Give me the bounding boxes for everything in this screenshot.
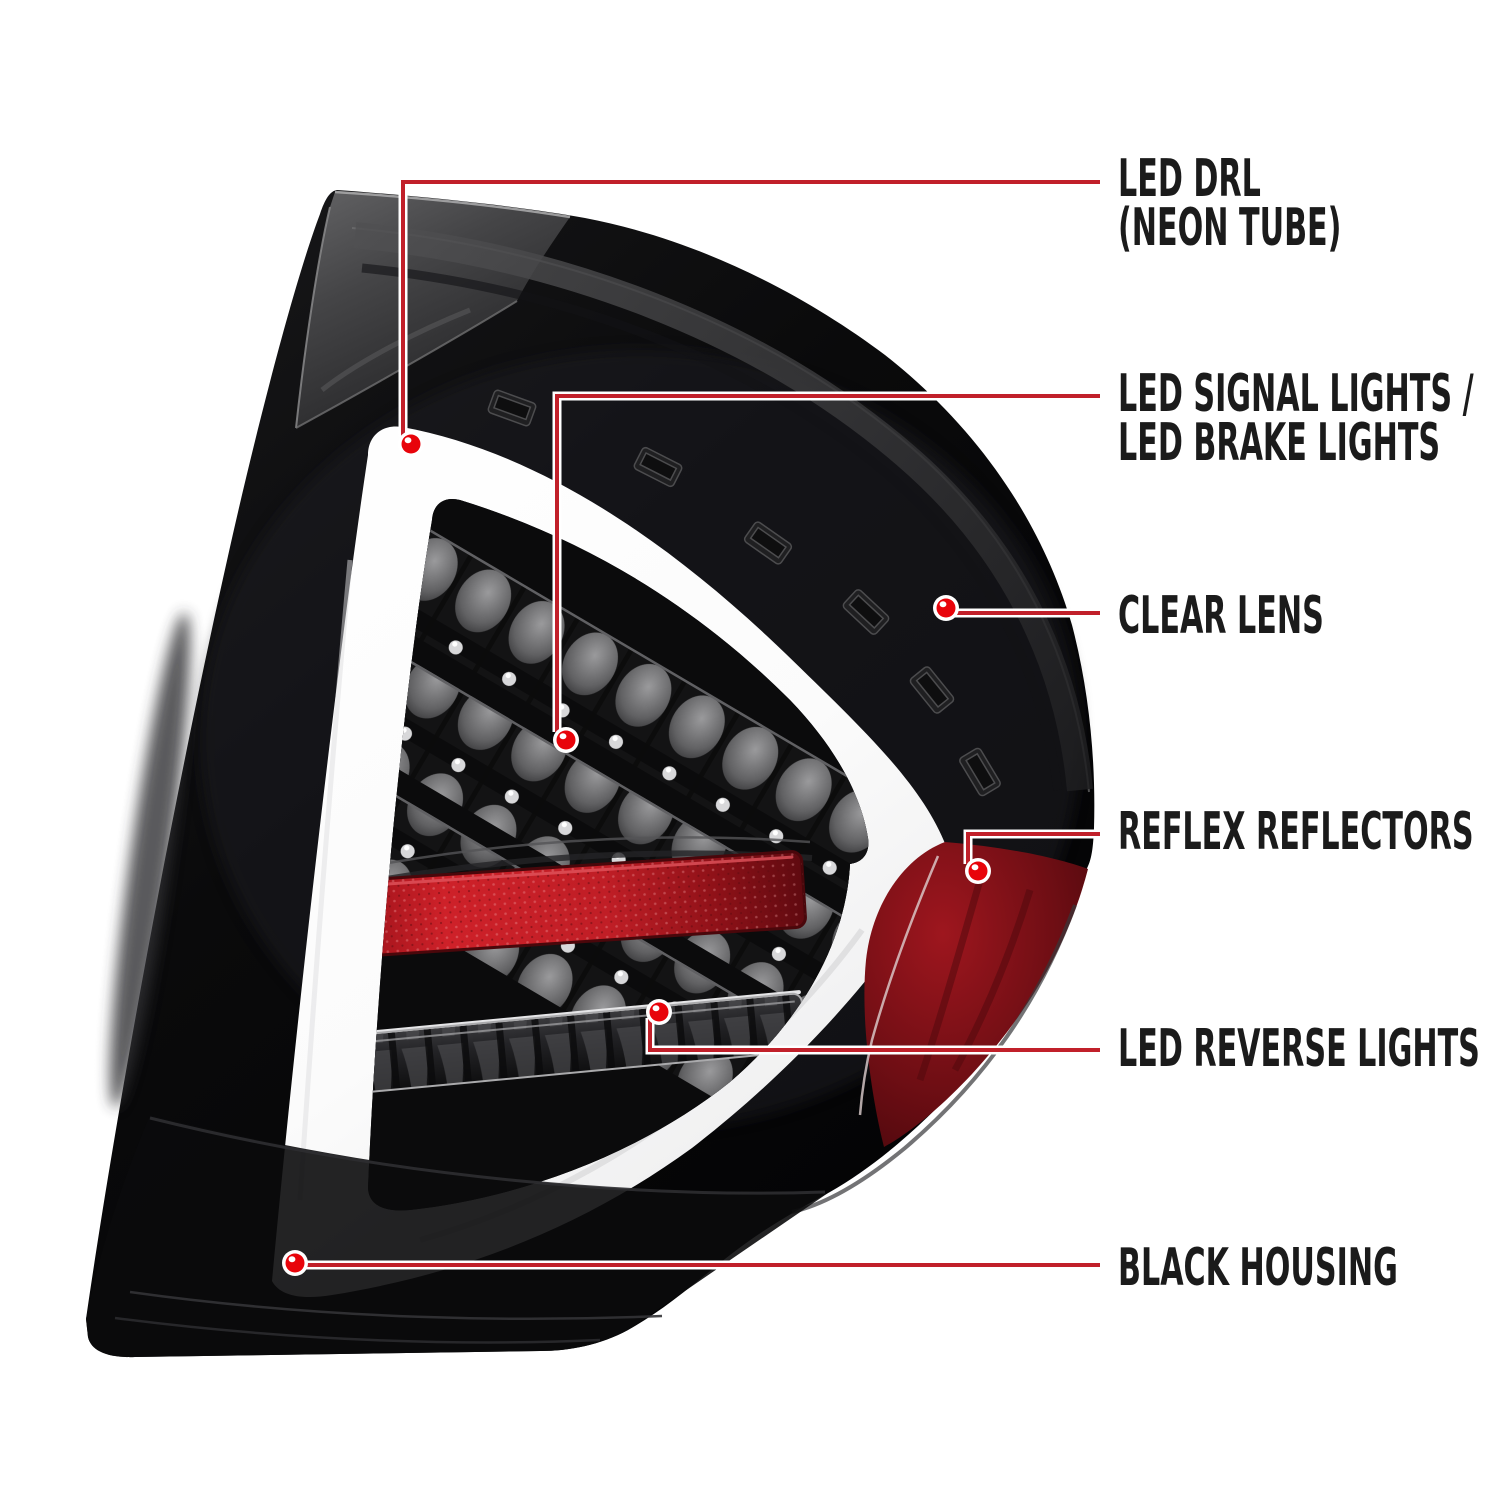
callout-label-black-housing: BLACK HOUSING	[1118, 1237, 1498, 1298]
label-text: LED SIGNAL LIGHTS /	[1118, 363, 1474, 424]
led-reverse-strip	[368, 990, 807, 1094]
tube-shading	[297, 559, 353, 1201]
callout-dots	[282, 431, 991, 1276]
callout-dot-reflex	[965, 858, 991, 884]
callout-dot-black-housing	[282, 1250, 308, 1276]
callout-label-reflex: REFLEX REFLECTORS	[1118, 801, 1498, 862]
callout-dot-clear-lens	[933, 595, 959, 621]
callout-line-led-drl	[401, 180, 1100, 437]
led-row	[368, 498, 869, 898]
callout-dot-led-drl	[398, 431, 424, 457]
label-text: LED REVERSE LIGHTS	[1118, 1018, 1480, 1079]
callout-dot-reverse	[646, 999, 672, 1025]
clip-tab-icon	[743, 521, 793, 565]
label-text: CLEAR LENS	[1118, 585, 1324, 646]
lens-clip-tabs	[487, 389, 1001, 797]
clip-tab-icon	[842, 589, 890, 635]
callout-label-clear-lens: CLEAR LENS	[1118, 585, 1498, 646]
clear-lens-rim	[351, 222, 1093, 793]
callout-dot-signal-brake	[553, 727, 579, 753]
label-text: LED BRAKE LIGHTS	[1118, 412, 1441, 473]
callout-line-reverse	[648, 1018, 1100, 1052]
callout-line-signal-brake	[555, 394, 1100, 732]
callout-label-signal-brake: LED SIGNAL LIGHTS / LED BRAKE LIGHTS	[1118, 363, 1498, 473]
housing-foot	[86, 1115, 828, 1358]
red-reflector-bar	[368, 850, 807, 957]
clip-tab-icon	[909, 666, 955, 714]
callout-lines	[303, 177, 1100, 1270]
label-text: LED DRL	[1118, 148, 1261, 209]
tail-light-lamp	[86, 190, 1095, 1358]
callout-line-reflex	[966, 832, 1100, 864]
clip-tab-icon	[959, 747, 1001, 797]
callout-label-led-drl: LED DRL (NEON TUBE)	[1118, 148, 1498, 258]
left-edge-highlight	[109, 612, 191, 1108]
lower-rim-highlight	[791, 904, 1077, 1214]
callout-label-reverse: LED REVERSE LIGHTS	[1118, 1018, 1498, 1079]
clip-tab-icon	[487, 389, 537, 427]
reflex-reflector	[858, 842, 1088, 1147]
clip-tab-icon	[633, 446, 683, 488]
label-text: REFLEX REFLECTORS	[1118, 801, 1474, 862]
label-text: (NEON TUBE)	[1118, 197, 1342, 258]
label-text: BLACK HOUSING	[1118, 1237, 1398, 1298]
